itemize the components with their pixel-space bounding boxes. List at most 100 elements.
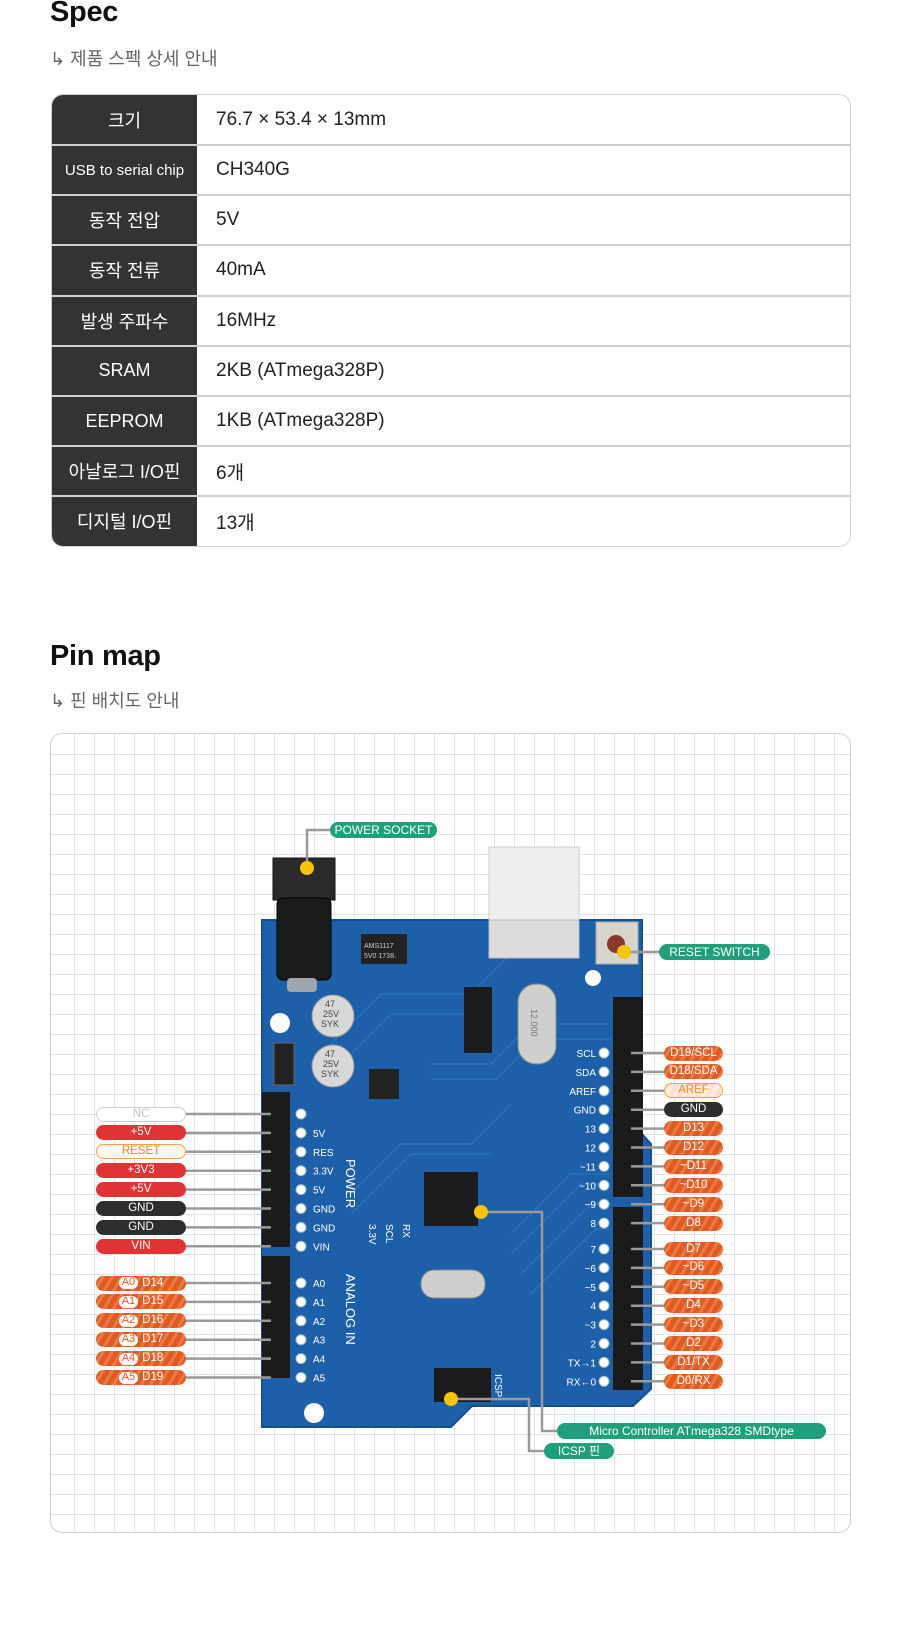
pin-label-text: D19 bbox=[142, 1371, 164, 1383]
digital-pin-label: AREF bbox=[664, 1083, 723, 1099]
pin-pad bbox=[295, 1277, 307, 1289]
pin-pad bbox=[598, 1142, 610, 1153]
pin-pad bbox=[598, 1375, 610, 1387]
pin-silkscreen: 3.3V bbox=[313, 1167, 334, 1178]
spec-value: 5V bbox=[197, 196, 850, 245]
pin-pad bbox=[598, 1356, 610, 1368]
board-detail bbox=[431, 1038, 611, 1080]
mcu-marker-icon bbox=[474, 1205, 488, 1219]
board-detail: SCL bbox=[383, 1224, 394, 1244]
digital-pin-label: D7 bbox=[664, 1241, 723, 1257]
spec-key: SRAM bbox=[52, 346, 197, 395]
pin-silkscreen: A1 bbox=[313, 1298, 326, 1309]
pin-pad bbox=[295, 1221, 307, 1233]
spec-value: 40mA bbox=[197, 246, 850, 295]
pin-silkscreen: AREF bbox=[569, 1087, 596, 1098]
digital-pin-label: D0/RX bbox=[664, 1373, 723, 1389]
pin-pad bbox=[295, 1127, 307, 1139]
analog-tag: A2 bbox=[118, 1314, 139, 1327]
digital-pin-label: GND bbox=[664, 1102, 723, 1118]
pin-pad bbox=[295, 1165, 307, 1177]
crystal-label: 12.000 bbox=[529, 1009, 539, 1037]
pin-pad bbox=[295, 1184, 307, 1196]
pin-silkscreen: ~5 bbox=[585, 1283, 597, 1294]
spec-value: 16MHz bbox=[197, 296, 850, 345]
pin-silkscreen: A3 bbox=[313, 1336, 326, 1347]
power-pin-label: GND bbox=[96, 1201, 186, 1216]
pin-silkscreen: A4 bbox=[313, 1355, 326, 1366]
board-detail bbox=[276, 897, 332, 981]
digital-pin-label: D18/SDA bbox=[664, 1064, 723, 1080]
pin-label-text: D17 bbox=[142, 1333, 164, 1346]
icsp-callout: ICSP 핀 bbox=[544, 1443, 614, 1459]
pin-pad bbox=[295, 1146, 307, 1158]
spec-value: 13개 bbox=[197, 497, 850, 546]
pin-pad bbox=[598, 1047, 610, 1059]
pin-pad bbox=[598, 1300, 610, 1312]
board-detail bbox=[613, 997, 643, 1197]
pin-pad bbox=[598, 1281, 610, 1293]
pin-pad bbox=[598, 1160, 610, 1172]
pin-pad bbox=[598, 1262, 610, 1274]
regulator-label: AMS1117 bbox=[364, 943, 394, 950]
board-detail bbox=[530, 1228, 611, 1295]
pinmap-diagram: AMS1117 5V0 1738. 47 25V SYK 47 25V SYK … bbox=[50, 733, 851, 1533]
digital-pin-label: D1/TX bbox=[664, 1354, 723, 1370]
board-detail bbox=[420, 1269, 486, 1299]
pin-silkscreen: SDA bbox=[575, 1068, 596, 1079]
board-detail bbox=[434, 1368, 491, 1402]
pin-pad bbox=[598, 1338, 610, 1349]
board-detail bbox=[350, 1153, 491, 1215]
digital-pin-label: ~D10 bbox=[664, 1177, 723, 1193]
board-detail bbox=[273, 1042, 295, 1086]
pin-silkscreen: A0 bbox=[313, 1279, 326, 1290]
analog-tag: A1 bbox=[118, 1295, 139, 1308]
regulator-code-label: 5V0 1738. bbox=[364, 953, 396, 960]
pin-silkscreen: 13 bbox=[585, 1125, 597, 1136]
digital-pin-label: D2 bbox=[664, 1336, 723, 1351]
spec-value: 76.7 × 53.4 × 13mm bbox=[197, 95, 850, 144]
board-detail bbox=[287, 978, 317, 992]
pin-silkscreen: 5V bbox=[313, 1186, 326, 1197]
digital-pin-label: ~D5 bbox=[664, 1279, 723, 1295]
pin-pad bbox=[295, 1315, 307, 1327]
pin-silkscreen: RX←0 bbox=[567, 1377, 597, 1388]
usb-serial-chip bbox=[464, 987, 492, 1053]
pin-silkscreen: VIN bbox=[313, 1242, 330, 1253]
pin-silkscreen: ~11 bbox=[580, 1162, 597, 1173]
reset-switch-marker-icon bbox=[617, 945, 631, 959]
icsp-leader bbox=[451, 1397, 546, 1453]
power-pin-label: +5V bbox=[96, 1125, 186, 1141]
pin-pad bbox=[295, 1353, 307, 1365]
power-pin-label: +3V3 bbox=[96, 1163, 186, 1179]
board-detail bbox=[304, 1403, 324, 1423]
pin-silkscreen: ~9 bbox=[585, 1200, 597, 1211]
spec-subtitle: ↳ 제품 스펙 상세 안내 bbox=[50, 49, 218, 69]
spec-value: CH340G bbox=[197, 146, 850, 195]
pin-silkscreen: 2 bbox=[590, 1340, 596, 1351]
digital-pin-label: D19/SCL bbox=[664, 1045, 723, 1061]
analog-tag: A3 bbox=[118, 1333, 139, 1346]
icsp-silkscreen: ICSP bbox=[492, 1374, 503, 1398]
pin-silkscreen: RES bbox=[313, 1148, 334, 1159]
pin-label-text: D15 bbox=[142, 1295, 164, 1308]
digital-pin-label: D13 bbox=[664, 1121, 723, 1137]
pin-label-text: D14 bbox=[142, 1276, 164, 1289]
board-detail bbox=[431, 1023, 611, 1065]
pin-label-text: D16 bbox=[142, 1314, 164, 1327]
power-pin-label: VIN bbox=[96, 1238, 186, 1254]
power-silkscreen: POWER bbox=[343, 1159, 358, 1208]
pinmap-subtitle: ↳ 핀 배치도 안내 bbox=[50, 691, 180, 711]
spec-title: Spec bbox=[50, 0, 119, 28]
mcu-callout: Micro Controller ATmega328 SMDtype bbox=[557, 1423, 826, 1439]
pin-pad bbox=[598, 1085, 610, 1097]
